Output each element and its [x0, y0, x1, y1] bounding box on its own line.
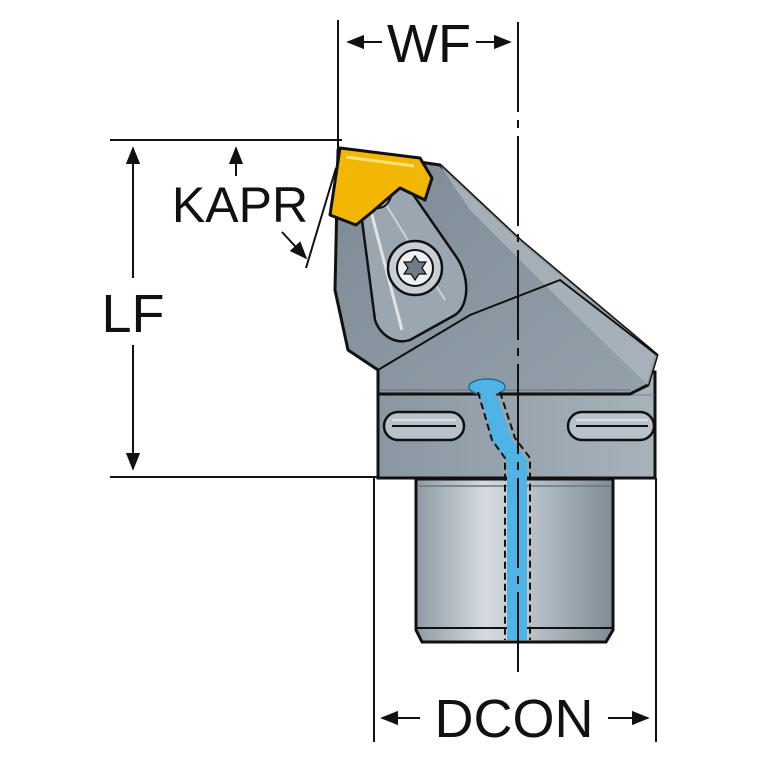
- right-slot: [566, 410, 656, 442]
- kapr-reference-line: [305, 167, 337, 269]
- left-slot: [382, 410, 466, 442]
- yellow-insert-icon: [328, 146, 434, 227]
- lf-dimension: LF: [101, 139, 378, 478]
- wf-label: WF: [387, 14, 471, 74]
- torx-screw-icon: [386, 239, 444, 297]
- coolant-channel-icon: [468, 378, 531, 640]
- dcon-label: DCON: [435, 689, 594, 749]
- lf-label: LF: [101, 284, 164, 344]
- kapr-arrow-bottom: [281, 231, 308, 260]
- dcon-dimension: DCON: [373, 478, 657, 749]
- kapr-angle: KAPR: [172, 146, 337, 269]
- wf-dimension: WF: [337, 14, 512, 150]
- kapr-label: KAPR: [172, 177, 308, 233]
